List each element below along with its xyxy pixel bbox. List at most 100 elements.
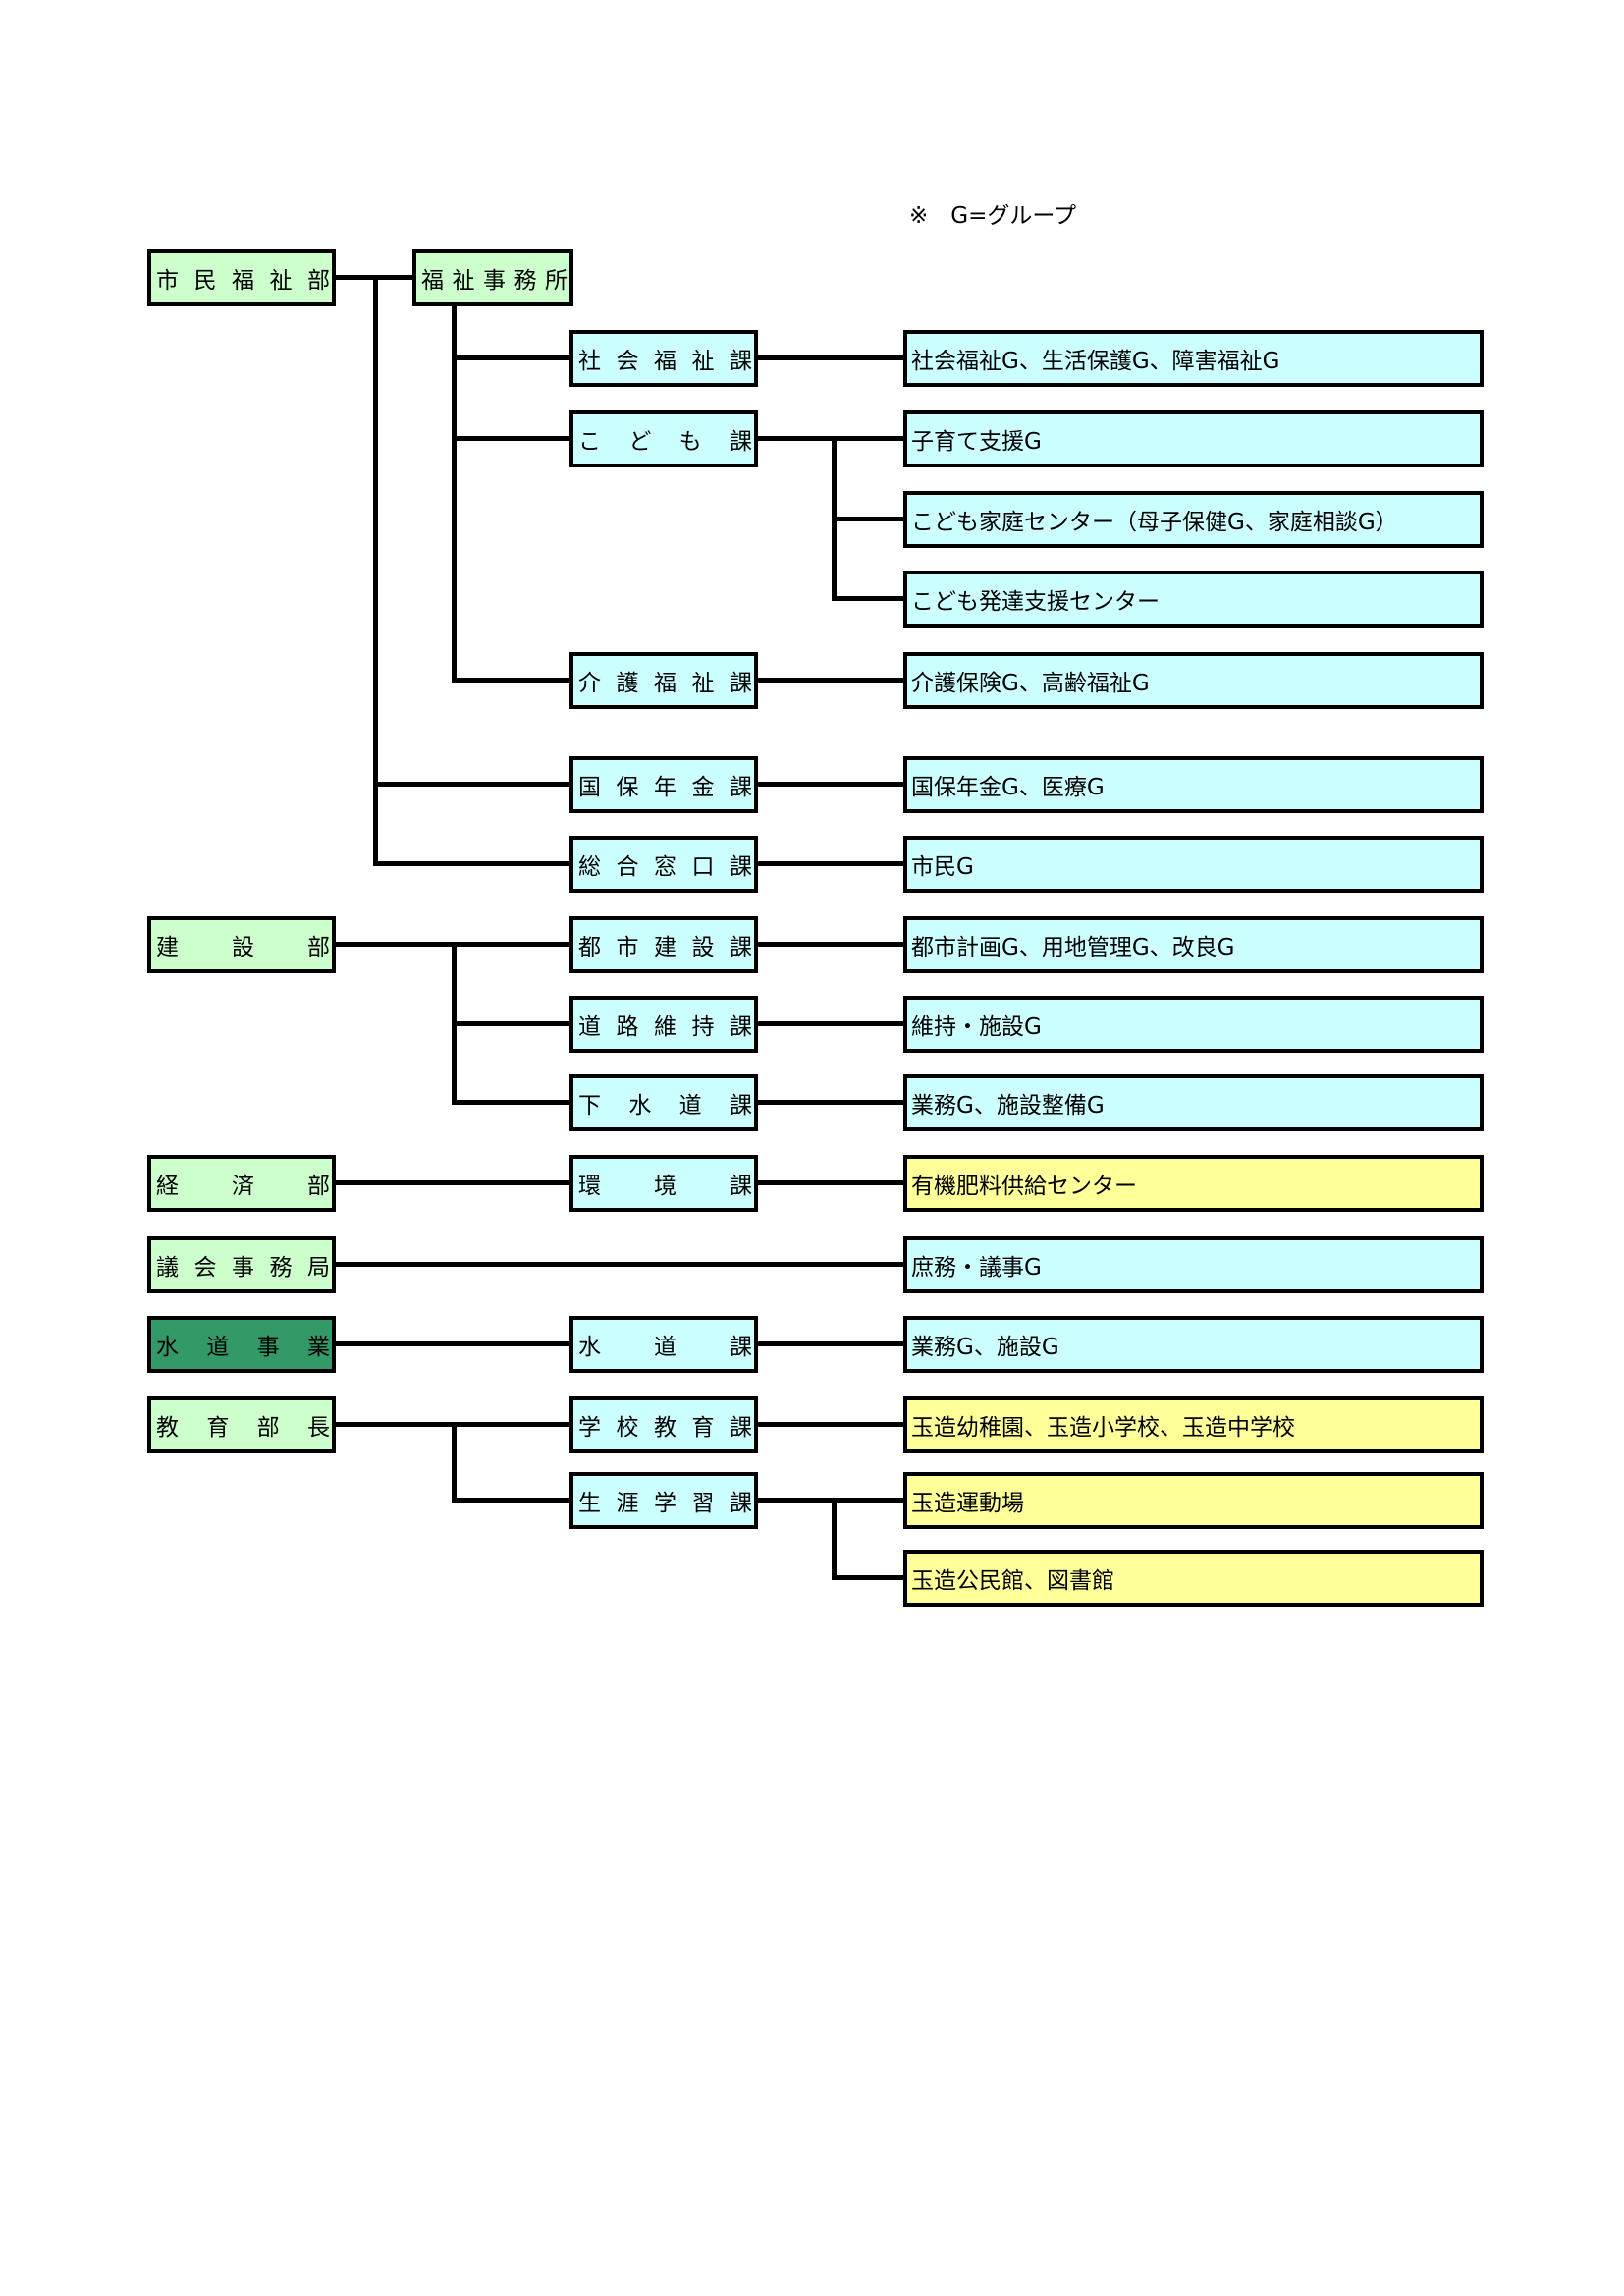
label-char: 課 xyxy=(729,1093,752,1119)
label-char: 部 xyxy=(307,268,330,294)
label-char: 窓 xyxy=(654,854,677,880)
label-char: 課 xyxy=(729,429,752,455)
label-char: 水 xyxy=(156,1335,179,1360)
label-char: 課 xyxy=(730,1491,752,1516)
group-kaigo: 介護保険G、高齢福祉G xyxy=(903,652,1484,709)
group-toshi: 都市計画G、用地管理G、改良G xyxy=(903,916,1484,973)
label-char: 持 xyxy=(691,1014,715,1040)
group-iji: 維持・施設G xyxy=(903,996,1484,1053)
label-char: 合 xyxy=(616,854,639,880)
label-char: 所 xyxy=(545,268,568,294)
dept-kyoiku-bucho: 教育部長 xyxy=(147,1396,336,1453)
group-gesuido: 業務G、施設整備G xyxy=(903,1074,1484,1131)
label-char: 済 xyxy=(232,1174,254,1199)
label-char: 経 xyxy=(156,1174,179,1199)
label-char: 事 xyxy=(232,1255,254,1281)
facility-kominkan: 玉造公民館、図書館 xyxy=(903,1550,1484,1607)
label-char: 校 xyxy=(616,1415,639,1441)
section-gakko-kyoiku: 学校教育課 xyxy=(569,1396,758,1453)
group-shimin: 市民G xyxy=(903,836,1484,893)
label-char: 課 xyxy=(730,1335,752,1360)
label-char: 保 xyxy=(616,775,639,800)
label-char: 祉 xyxy=(452,268,475,294)
group-kodomo-hattatsu: こども発達支援センター xyxy=(903,571,1484,628)
label-char: 口 xyxy=(691,854,715,880)
label-char: 祉 xyxy=(691,349,715,374)
label-char: ど xyxy=(628,429,652,455)
dept-suido-jigyo: 水道事業 xyxy=(147,1316,336,1373)
section-kokuho-nenkin: 国保年金課 xyxy=(569,756,758,813)
group-kosodate: 子育て支援G xyxy=(903,410,1484,467)
group-suido: 業務G、施設G xyxy=(903,1316,1484,1373)
section-kodomo: こども課 xyxy=(569,410,758,467)
label-char: 設 xyxy=(691,935,715,960)
label-char: 学 xyxy=(654,1491,677,1516)
section-kaigo-fukushi: 介護福祉課 xyxy=(569,652,758,709)
label-char: 課 xyxy=(730,775,752,800)
label-char: も xyxy=(678,429,702,455)
label-char: 生 xyxy=(578,1491,601,1516)
section-suido: 水道課 xyxy=(569,1316,758,1373)
section-doro-iji: 道路維持課 xyxy=(569,996,758,1053)
label-char: 年 xyxy=(654,775,677,800)
label-char: 長 xyxy=(306,1415,330,1441)
label-char: 護 xyxy=(616,671,639,696)
label-char: 市 xyxy=(156,268,179,294)
section-shakai-fukushi: 社会福祉課 xyxy=(569,330,758,387)
section-toshi-kensetsu: 都市建設課 xyxy=(569,916,758,973)
section-kankyo: 環境課 xyxy=(569,1155,758,1212)
group-gikai: 庶務・議事G xyxy=(903,1236,1484,1293)
label-char: 福 xyxy=(654,671,677,696)
label-char: 部 xyxy=(307,935,330,960)
dept-gikai-jimukyoku: 議会事務局 xyxy=(147,1236,336,1293)
label-char: 事 xyxy=(483,268,506,294)
label-char: 環 xyxy=(578,1174,601,1199)
group-kokuho: 国保年金G、医療G xyxy=(903,756,1484,813)
label-char: 議 xyxy=(156,1255,179,1281)
label-char: 会 xyxy=(193,1255,217,1281)
label-char: 福 xyxy=(232,268,254,294)
label-char: 課 xyxy=(730,1014,752,1040)
label-char: 維 xyxy=(654,1014,677,1040)
label-char: 育 xyxy=(206,1415,230,1441)
group-kodomo-katei: こども家庭センター（母子保健G、家庭相談G） xyxy=(903,491,1484,548)
label-char: 総 xyxy=(578,854,601,880)
label-char: 務 xyxy=(514,268,537,294)
label-char: 課 xyxy=(730,349,752,374)
label-char: 会 xyxy=(616,349,639,374)
label-char: 習 xyxy=(691,1491,715,1516)
label-char: 教 xyxy=(654,1415,677,1441)
label-char: 民 xyxy=(193,268,217,294)
label-char: 道 xyxy=(206,1335,230,1360)
label-char: 育 xyxy=(691,1415,715,1441)
label-char: 涯 xyxy=(616,1491,639,1516)
label-char: 課 xyxy=(730,854,752,880)
label-char: 社 xyxy=(578,349,601,374)
label-char: 道 xyxy=(578,1014,601,1040)
dept-kensetsu: 建設部 xyxy=(147,916,336,973)
label-char: 国 xyxy=(578,775,601,800)
label-char: 事 xyxy=(256,1335,280,1360)
label-char: 下 xyxy=(578,1093,601,1119)
group-shakai-fukushi: 社会福祉G、生活保護G、障害福祉G xyxy=(903,330,1484,387)
label-char: 課 xyxy=(730,1174,752,1199)
section-gesuido: 下 水道 課 xyxy=(569,1074,758,1131)
label-char: 学 xyxy=(578,1415,601,1441)
label-char: 課 xyxy=(730,671,752,696)
label-char: 境 xyxy=(654,1174,677,1199)
label-char: 建 xyxy=(654,935,677,960)
facility-undojo: 玉造運動場 xyxy=(903,1472,1484,1529)
label-char: 福 xyxy=(421,268,444,294)
label-char: 道 xyxy=(654,1335,677,1360)
label-char: 設 xyxy=(232,935,254,960)
label-char: 業 xyxy=(306,1335,330,1360)
label-char: 部 xyxy=(307,1174,330,1199)
label-char: 都 xyxy=(578,935,601,960)
label-char: 福 xyxy=(654,349,677,374)
dept-shimin-fukushi: 市民福祉部 xyxy=(147,249,336,306)
label-char: 道 xyxy=(678,1093,702,1119)
label-char: 水 xyxy=(628,1093,652,1119)
label-char: 局 xyxy=(307,1255,330,1281)
label-char: 建 xyxy=(156,935,179,960)
label-char: 市 xyxy=(616,935,639,960)
